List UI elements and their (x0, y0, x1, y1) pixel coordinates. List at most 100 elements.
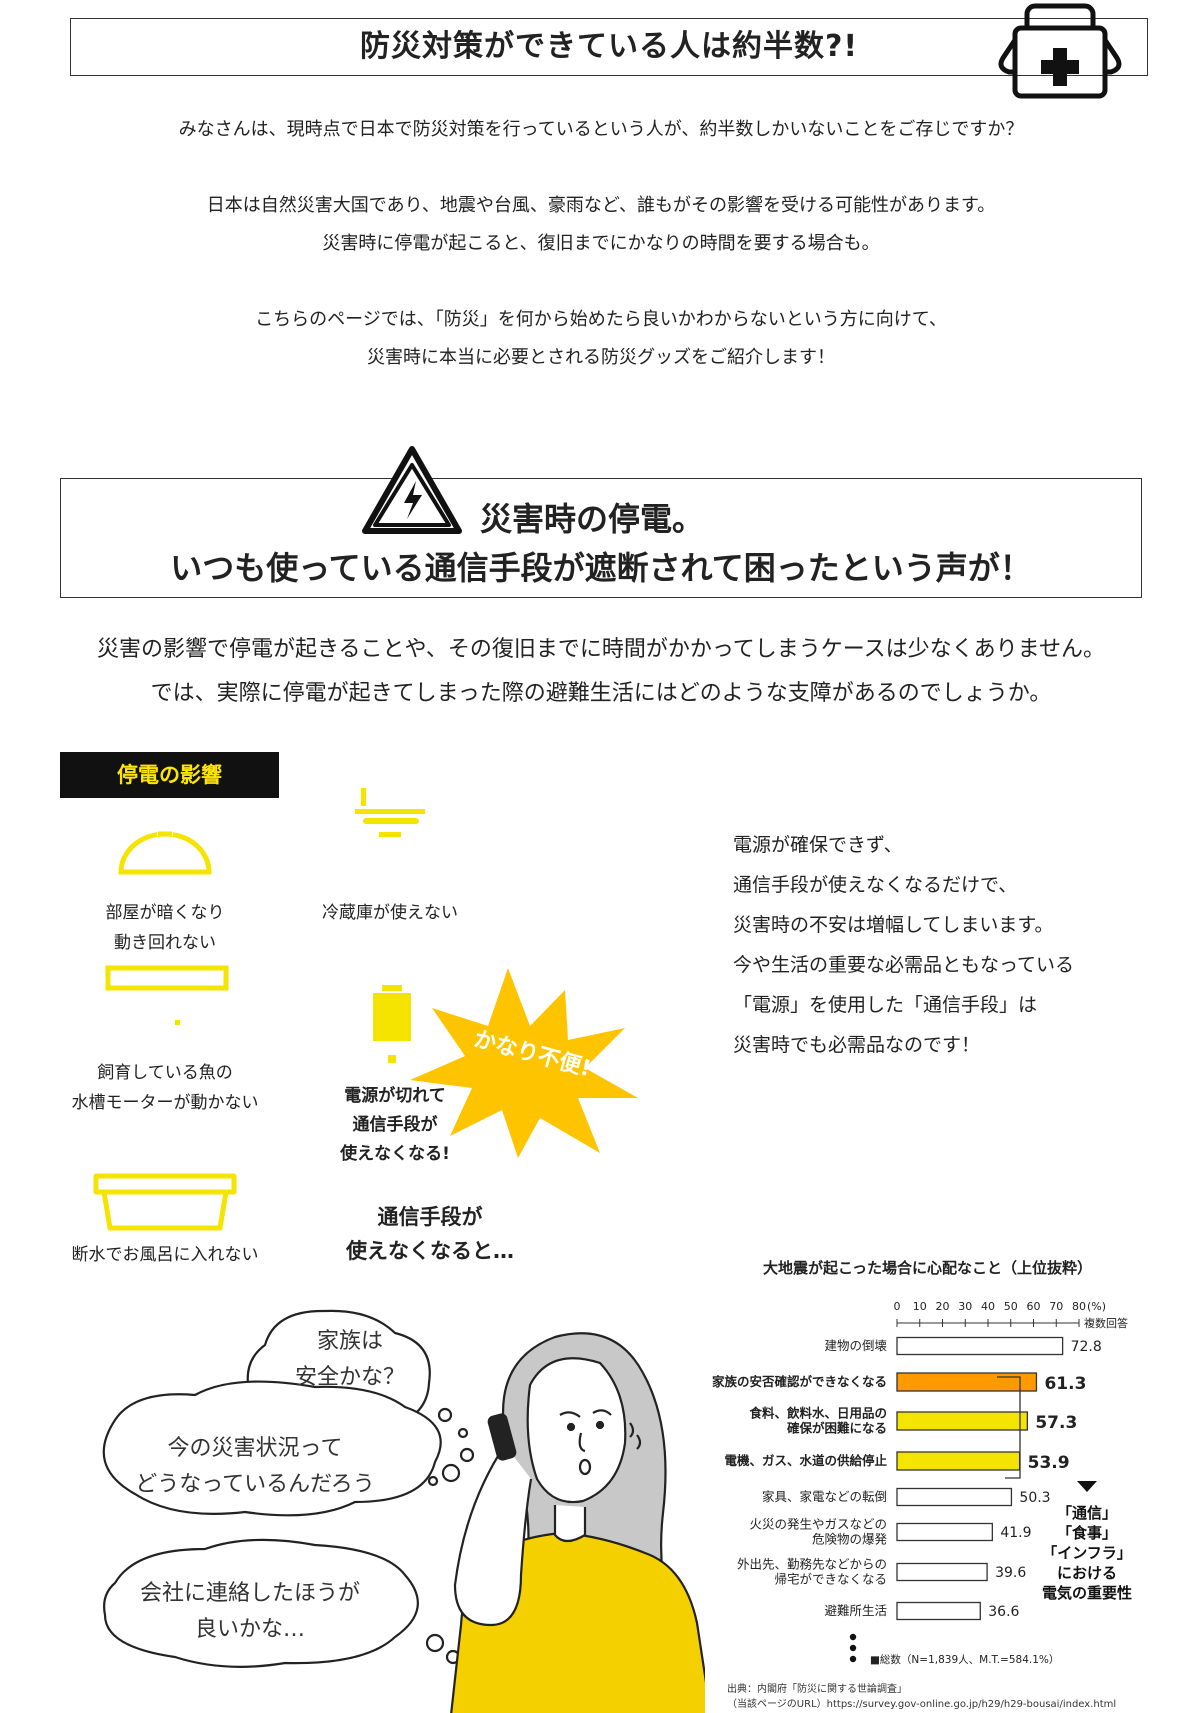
category-label: 帰宅ができなくなる (774, 1572, 887, 1587)
effect-bath-caption: 断水でお風呂に入れない (71, 1245, 259, 1265)
section2-lead: 災害の影響で停電が起きることや、その復旧までに時間がかかってしまうケースは少なく… (0, 628, 1202, 716)
bubble-1-text: 家族は 安全かな？ (265, 1324, 435, 1396)
callout-text: 「食事」 (1057, 1524, 1117, 1542)
axis-tick-label: 70 (1049, 1300, 1063, 1313)
starburst-badge (410, 968, 638, 1158)
bar-value-label: 61.3 (1044, 1374, 1086, 1394)
callout-arrow (1077, 1481, 1097, 1492)
lead-line: では、実際に停電が起きてしまった際の避難生活にはどのような支障があるのでしょうか… (150, 681, 1052, 706)
caption-line: 通信手段が (352, 1115, 438, 1135)
bubble-2 (102, 1380, 442, 1517)
intro-text: みなさんは、現時点で日本で防災対策を行っているという人が、約半数しかいないことを… (0, 111, 1202, 377)
explain-line: 災害時でも必需品なのです！ (733, 1034, 981, 1056)
intro-line: 災害時に停電が起こると、復旧までにかなりの時間を要する場合も。 (322, 233, 880, 254)
bar-value-label: 57.3 (1035, 1413, 1077, 1433)
bubble-line: 安全かな？ (294, 1365, 405, 1390)
comm-lost-caption: 通信手段が 使えなくなると… (330, 1200, 530, 1268)
bubble-3 (103, 1538, 419, 1668)
section1-title-box (70, 18, 1148, 76)
axis-tick-label: 20 (936, 1300, 950, 1313)
caption-line: 使えなくなると… (346, 1239, 514, 1263)
bathtub-icon (93, 1173, 237, 1231)
explain-line: 災害時の不安は増幅してしまいます。 (733, 914, 1054, 936)
continuation-dot (849, 1644, 857, 1652)
axis-note: 複数回答 (1084, 1316, 1128, 1330)
callout-text: 電気の重要性 (1042, 1584, 1132, 1602)
category-label: 外出先、勤務先などからの (737, 1557, 887, 1572)
section1-title: 防災対策ができている人は約半数?! (359, 29, 859, 64)
bubble-line: どうなっているんだろう (135, 1472, 375, 1497)
caption-line: 部屋が暗くなり (105, 903, 225, 923)
bar-value-label: 36.6 (988, 1604, 1019, 1620)
bar-value-label: 50.3 (1019, 1490, 1050, 1506)
category-label: 危険物の爆発 (812, 1532, 888, 1547)
chart-legend: ■総数（N=1,839人、M.T.=584.1%） (870, 1653, 1059, 1666)
bar (896, 1562, 988, 1582)
continuation-dot (849, 1655, 857, 1663)
worried-woman-illustration (102, 1309, 705, 1713)
warning-lightning-icon (362, 446, 462, 534)
bar (896, 1601, 981, 1621)
caption-line: 水槽モーターが動かない (71, 1093, 259, 1113)
category-label: 避難所生活 (824, 1603, 887, 1618)
axis-tick-label: 10 (913, 1300, 927, 1313)
category-label: 家族の安否確認ができなくなる (712, 1374, 887, 1389)
bar (896, 1336, 1064, 1356)
right-explanation: 電源が確保できず、 通信手段が使えなくなるだけで、 災害時の不安は増幅してしまい… (733, 825, 1153, 1065)
aquarium-icon (105, 965, 229, 1025)
lead-line: 災害の影響で停電が起きることや、その復旧までに時間がかかってしまうケースは少なく… (96, 637, 1106, 662)
axis-tick-label: 30 (958, 1300, 972, 1313)
chart-source: 出典：内閣府「防災に関する世論調査」 （当該ページのURL）https://su… (727, 1682, 1167, 1712)
section2-title-line2: いつも使っている通信手段が遮断されて困ったという声が！ (170, 549, 1032, 587)
chart-title: 大地震が起こった場合に心配なこと（上位抜粋） (763, 1259, 1092, 1277)
category-label: 電機、ガス、水道の供給停止 (724, 1453, 887, 1468)
caption-line: 電源が切れて (344, 1086, 446, 1106)
bubble-line: 良いかな… (194, 1617, 305, 1642)
bar (896, 1372, 1038, 1392)
explain-line: 「電源」を使用した「通信手段」は (733, 994, 1038, 1016)
effect-room-caption: 部屋が暗くなり 動き回れない (60, 898, 270, 958)
continuation-dot (849, 1633, 857, 1641)
intro-line: みなさんは、現時点で日本で防災対策を行っているという人が、約半数しかいないことを… (178, 119, 1024, 140)
bubble-2-text: 今の災害状況って どうなっているんだろう (100, 1431, 410, 1503)
bar (896, 1522, 993, 1542)
bar (896, 1411, 1029, 1431)
intro-line: 日本は自然災害大国であり、地震や台風、豪雨など、誰もがその影響を受ける可能性があ… (206, 195, 996, 216)
bar-value-label: 39.6 (995, 1565, 1026, 1581)
source-line: （当該ページのURL）https://survey.gov-online.go.… (727, 1699, 1117, 1710)
first-aid-kit-icon (998, 3, 1122, 99)
caption-line: 動き回れない (114, 933, 216, 953)
effect-fridge-caption: 冷蔵庫が使えない (322, 903, 458, 923)
explain-line: 電源が確保できず、 (733, 834, 903, 856)
battery-icon (373, 985, 411, 1063)
axis-tick-label: 40 (981, 1300, 995, 1313)
explain-line: 今や生活の重要な必需品ともなっている (733, 954, 1075, 976)
axis-tick-label: 80 (1072, 1300, 1086, 1313)
bar (896, 1487, 1013, 1507)
bubble-3-text: 会社に連絡したほうが 良いかな… (100, 1576, 400, 1648)
intro-spacer (0, 263, 1202, 301)
bar (896, 1451, 1021, 1471)
bar-value-label: 72.8 (1071, 1339, 1102, 1355)
explain-line: 通信手段が使えなくなるだけで、 (733, 874, 1018, 896)
axis-unit: (%) (1087, 1300, 1106, 1313)
caption-line: 飼育している魚の (97, 1063, 233, 1083)
bar-value-label: 41.9 (1000, 1525, 1031, 1541)
intro-line: 災害時に本当に必要とされる防災グッズをご紹介します！ (367, 347, 835, 368)
callout-text: における (1057, 1564, 1117, 1582)
caption-line: 使えなくなる! (340, 1144, 450, 1164)
bubble-line: 家族は (316, 1329, 383, 1354)
axis-tick-label: 0 (894, 1300, 901, 1313)
fridge-icon (355, 788, 425, 837)
axis-tick-label: 60 (1027, 1300, 1041, 1313)
category-label: 建物の倒壊 (824, 1338, 887, 1353)
highlight-bracket (997, 1376, 1021, 1479)
ceiling-lamp-icon (118, 828, 212, 875)
effect-fish-caption: 飼育している魚の 水槽モーターが動かない (50, 1058, 280, 1118)
bar-value-label: 53.9 (1028, 1453, 1070, 1473)
effects-tag: 停電の影響 (60, 752, 279, 798)
section2-title-box (60, 478, 1142, 598)
category-label: 火災の発生やガスなどの (749, 1517, 887, 1532)
category-label: 家具、家電などの転倒 (762, 1489, 887, 1504)
